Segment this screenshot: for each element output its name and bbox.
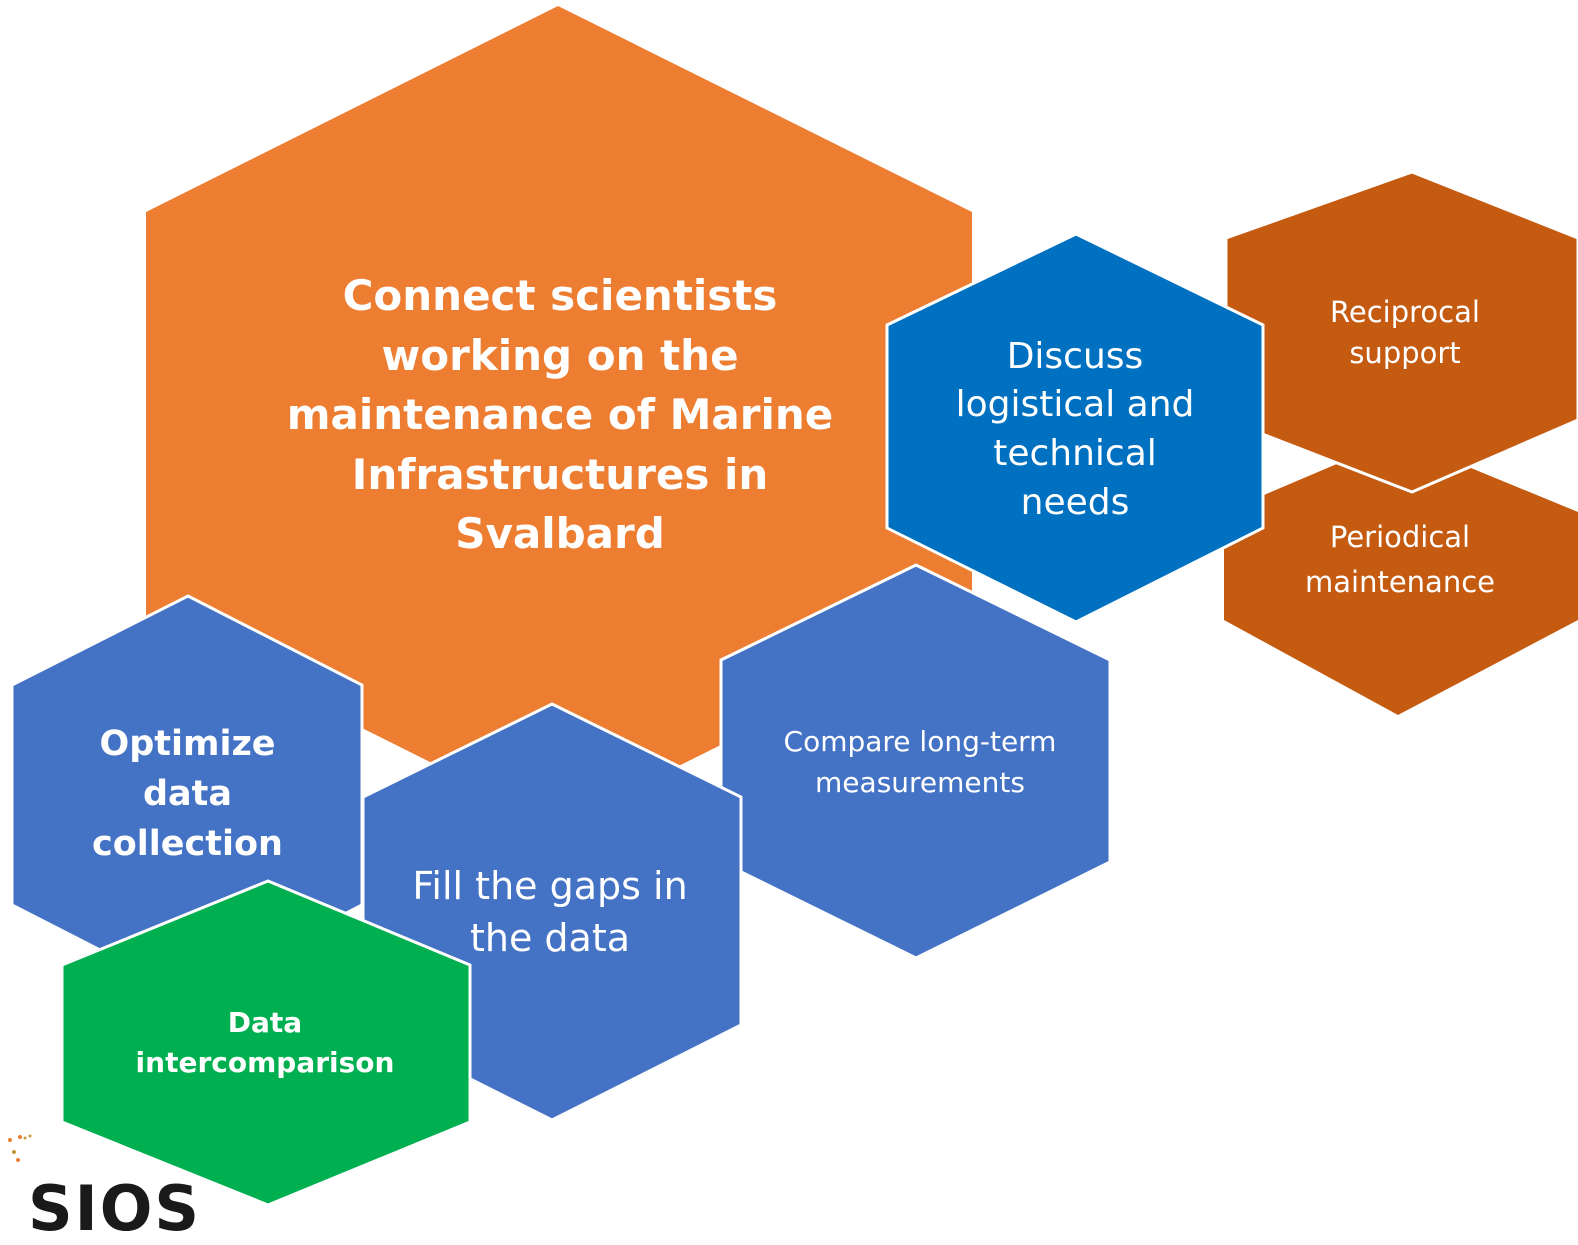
reciprocal-label: Reciprocal support xyxy=(1330,294,1480,370)
compare-label: Compare long-term measurements xyxy=(783,724,1057,799)
diagram-canvas: Connect scientists working on the mainte… xyxy=(8,6,1578,1245)
optimize-label: Optimize data collection xyxy=(92,724,283,864)
main-goal-label: Connect scientists working on the mainte… xyxy=(286,270,834,559)
logo-dots-icon xyxy=(8,1134,32,1162)
discuss-label: Discuss logistical and technical needs xyxy=(955,335,1195,523)
periodical-label: Periodical maintenance xyxy=(1305,520,1495,599)
intercomparison-label: Data intercomparison xyxy=(135,1005,395,1079)
fill-gaps-label: Fill the gaps in the data xyxy=(412,864,688,960)
